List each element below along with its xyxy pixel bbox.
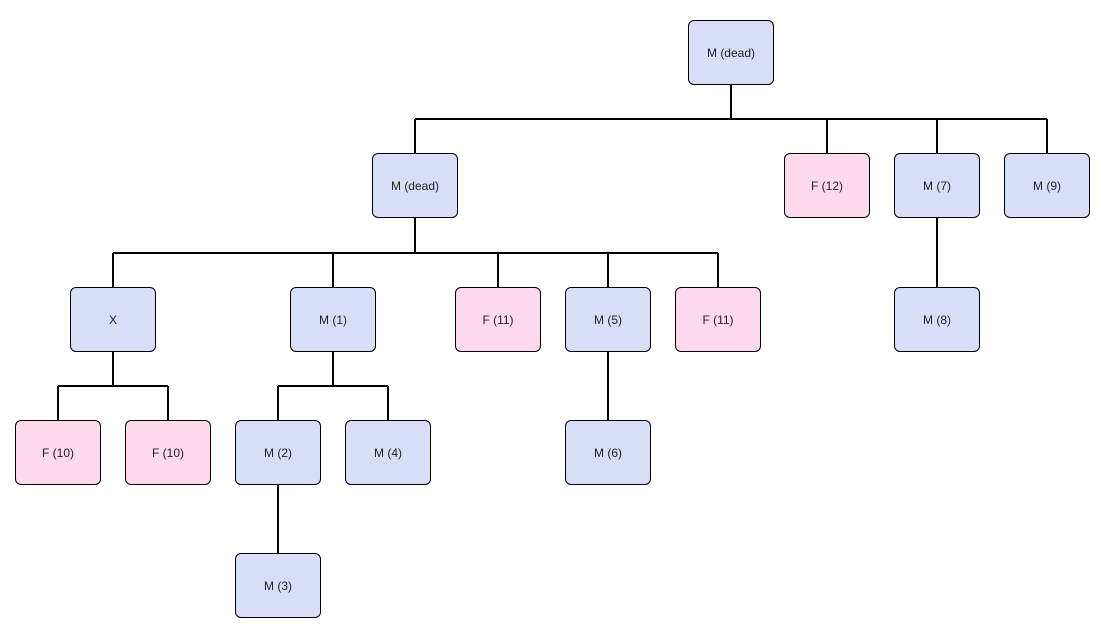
node-label: M (5) [594, 312, 622, 327]
node-label: M (8) [923, 312, 951, 327]
node-m-5: M (5) [565, 287, 651, 352]
node-m-dead: M (dead) [372, 153, 458, 218]
node-label: M (dead) [390, 178, 440, 193]
node-label: F (12) [810, 178, 843, 193]
node-label: F (10) [151, 445, 184, 460]
node-m-2: M (2) [235, 420, 321, 485]
node-label: M (dead) [706, 45, 756, 60]
node-m-8: M (8) [894, 287, 980, 352]
node-f-11-b: F (11) [675, 287, 761, 352]
node-label: F (10) [41, 445, 74, 460]
node-label: F (11) [482, 312, 514, 327]
node-f-12: F (12) [784, 153, 870, 218]
node-f-11-a: F (11) [455, 287, 541, 352]
node-label: M (6) [594, 445, 622, 460]
node-m-7: M (7) [894, 153, 980, 218]
node-label: M (4) [374, 445, 402, 460]
node-label: M (7) [923, 178, 951, 193]
node-m-4: M (4) [345, 420, 431, 485]
node-label: M (2) [264, 445, 292, 460]
node-root-m-dead: M (dead) [688, 20, 774, 85]
node-f-10-a: F (10) [15, 420, 101, 485]
node-label: X [108, 312, 117, 327]
node-x: X [70, 287, 156, 352]
node-label: M (9) [1033, 178, 1061, 193]
node-m-9: M (9) [1004, 153, 1090, 218]
node-m-6: M (6) [565, 420, 651, 485]
node-m-3: M (3) [235, 553, 321, 618]
node-f-10-b: F (10) [125, 420, 211, 485]
node-label: M (1) [319, 312, 347, 327]
node-label: M (3) [264, 578, 292, 593]
node-label: F (11) [702, 312, 734, 327]
node-m-1: M (1) [290, 287, 376, 352]
